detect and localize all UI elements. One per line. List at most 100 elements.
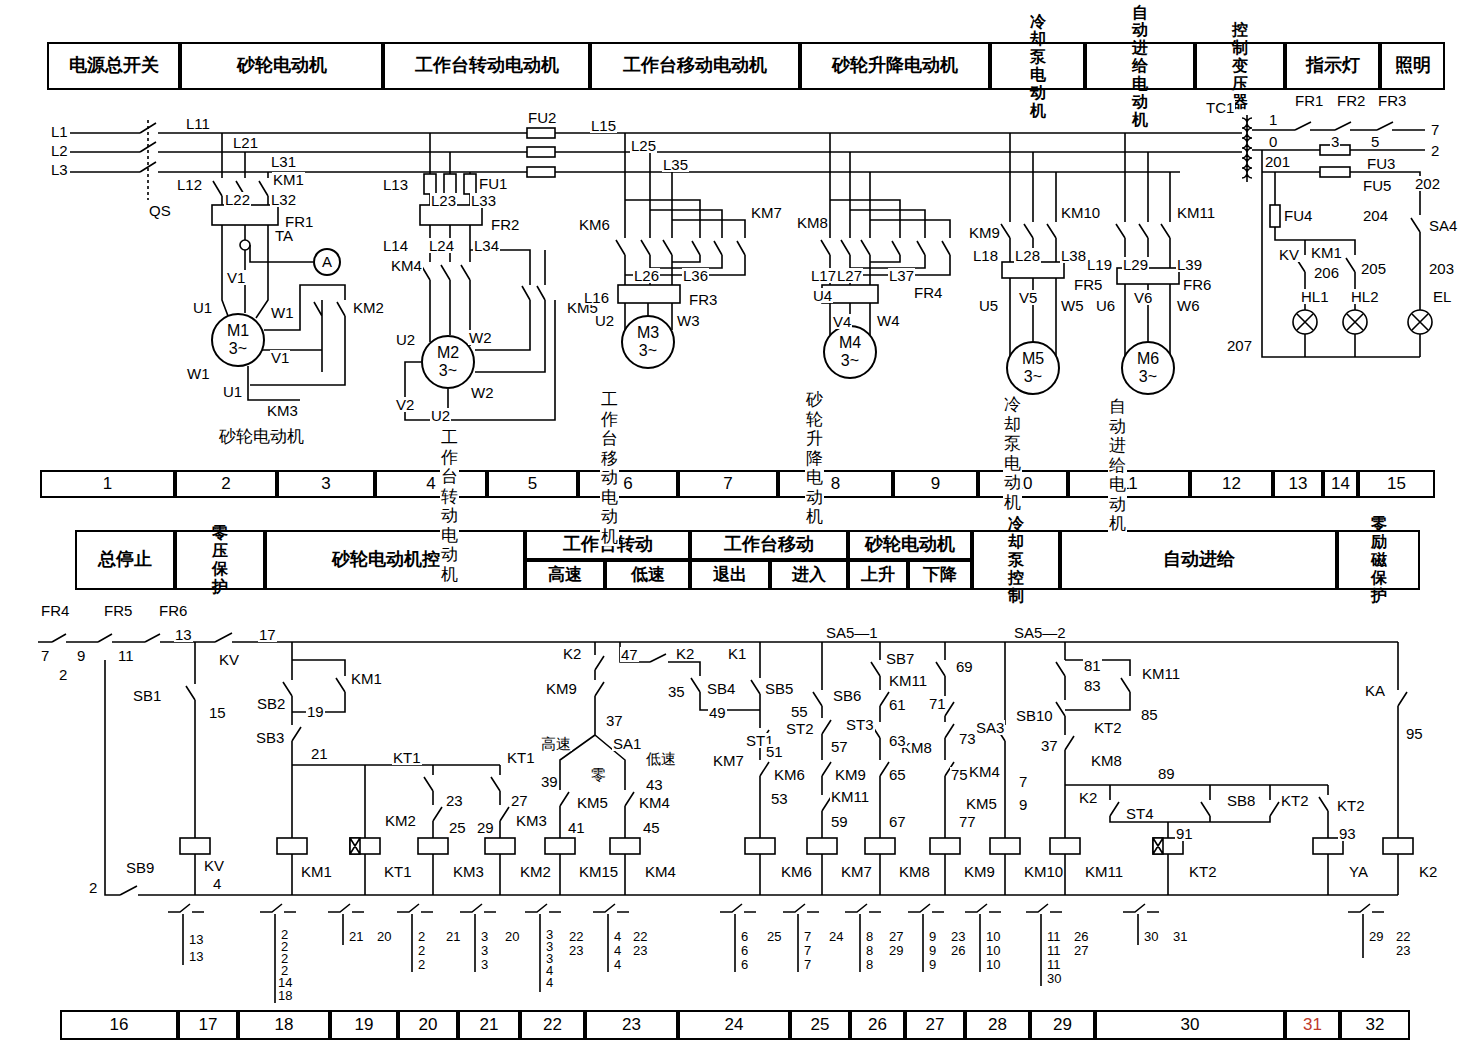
wire-label: KV xyxy=(218,652,240,667)
wire-label: KM11 xyxy=(1084,864,1124,879)
wire-label: KM4 xyxy=(968,764,1001,779)
wire-label: SB1 xyxy=(132,688,162,703)
wire-label: 1 xyxy=(1268,112,1278,127)
cell-text: 8 xyxy=(831,475,840,494)
wire-label: L11 xyxy=(185,116,211,131)
wire-label: KM5 xyxy=(576,795,609,810)
cell-text: 24 xyxy=(725,1016,744,1035)
contact-number: 27 xyxy=(888,930,904,943)
wire-label: 75 xyxy=(950,767,969,782)
cell-text: 自动进给 电动机 xyxy=(1132,4,1148,129)
table-cell: 32 xyxy=(1340,1010,1410,1040)
wire-label: 19 xyxy=(306,704,325,719)
table-cell: 21 xyxy=(458,1010,520,1040)
wire-label: SB4 xyxy=(706,681,736,696)
cell-text: 2 xyxy=(221,475,230,494)
table-cell: 退出 xyxy=(690,560,770,590)
cell-text: 工作台转动电动机 xyxy=(415,56,559,76)
cell-text: 5 xyxy=(528,475,537,494)
wire-label: 7 xyxy=(1018,774,1028,789)
wire-label: W2 xyxy=(470,385,495,400)
contact-number: 6 xyxy=(740,958,749,971)
wire-label: 55 xyxy=(790,704,809,719)
table-cell: 13 xyxy=(1273,470,1323,498)
motor-symbol: M2 3~ xyxy=(421,335,475,389)
wire-label: 206 xyxy=(1313,265,1340,280)
wire-label: KA xyxy=(1364,683,1386,698)
contact-number: 13 xyxy=(188,950,204,963)
motor-label: M2 3~ xyxy=(437,344,459,379)
wire-label: KM2 xyxy=(352,300,385,315)
wire-label: KM1 xyxy=(272,172,305,187)
cell-text: 15 xyxy=(1387,475,1406,494)
cell-text: 电源总开关 xyxy=(69,56,159,76)
contact-number: 23 xyxy=(950,930,966,943)
cell-text: 19 xyxy=(355,1016,374,1035)
contact-number: 10 xyxy=(985,944,1001,957)
motor-symbol: M6 3~ xyxy=(1121,341,1175,395)
wire-label: L29 xyxy=(1122,257,1149,272)
wire-label: FR6 xyxy=(158,603,188,618)
wire-label: L27 xyxy=(836,268,863,283)
wire-label: KT1 xyxy=(383,864,413,879)
wire-label: 15 xyxy=(208,705,227,720)
wire-label: L19 xyxy=(1086,257,1113,272)
wire-label: FR5 xyxy=(1073,277,1103,292)
wire-label: W3 xyxy=(676,313,701,328)
wire-label: L31 xyxy=(270,154,297,169)
contact-number: 4 xyxy=(613,958,622,971)
wire-label: KM10 xyxy=(1060,205,1101,220)
wire-label: 9 xyxy=(76,648,86,663)
cell-text: 砂轮电动机 xyxy=(237,56,327,76)
cell-text: 20 xyxy=(419,1016,438,1035)
cell-text: 9 xyxy=(931,475,940,494)
wire-label: FR2 xyxy=(490,217,520,232)
motor-caption: 砂轮电动机 xyxy=(218,428,305,445)
wire-label: KM7 xyxy=(750,205,783,220)
wire-label: YA xyxy=(1348,864,1369,879)
wire-label: V1 xyxy=(226,270,246,285)
table-cell: 自动进给 xyxy=(1060,530,1337,590)
motor-label: M3 3~ xyxy=(637,324,659,359)
wire-label: EL xyxy=(1432,289,1452,304)
wire-label: ST3 xyxy=(845,717,875,732)
table-cell: 4 xyxy=(375,470,487,498)
motor-caption: 砂轮升降 电动机 xyxy=(805,390,824,527)
wire-label: 2 xyxy=(1430,143,1440,158)
wire-label: SA5—2 xyxy=(1013,625,1067,640)
cell-text: 7 xyxy=(723,475,732,494)
cell-text: 22 xyxy=(543,1016,562,1035)
wire-label: 27 xyxy=(510,793,529,808)
cell-text: 23 xyxy=(622,1016,641,1035)
cell-text: 进入 xyxy=(792,566,826,585)
table-cell: 24 xyxy=(678,1010,790,1040)
wire-label: FU5 xyxy=(1362,178,1392,193)
wire-label: 5 xyxy=(1370,134,1380,149)
motor-label: M6 3~ xyxy=(1137,350,1159,385)
wire-label: KM11 xyxy=(830,789,870,804)
contact-number: 2 xyxy=(417,944,426,957)
contact-number: 22 xyxy=(568,930,584,943)
motor-label: M1 3~ xyxy=(227,322,249,357)
wire-label: 零 xyxy=(590,767,607,782)
wire-label: ST2 xyxy=(785,721,815,736)
wire-label: KM5 xyxy=(965,796,998,811)
wire-label: KM9 xyxy=(963,864,996,879)
contact-number: 11 xyxy=(1046,958,1062,971)
wire-label: L35 xyxy=(662,157,689,172)
cell-text: 砂轮升降电动机 xyxy=(832,56,958,76)
wire-label: L13 xyxy=(382,177,409,192)
table-cell: 低速 xyxy=(605,560,690,590)
table-cell: 5 xyxy=(487,470,578,498)
wire-label: KM6 xyxy=(773,767,806,782)
table-cell: 进入 xyxy=(770,560,848,590)
contact-number: 30 xyxy=(1143,930,1159,943)
wire-label: 23 xyxy=(445,793,464,808)
wire-label: U2 xyxy=(395,332,416,347)
motor-symbol: M5 3~ xyxy=(1006,341,1060,395)
wire-label: U5 xyxy=(978,298,999,313)
cell-text: 30 xyxy=(1181,1016,1200,1035)
wire-label: SB5 xyxy=(764,681,794,696)
cell-text: 砂轮电动机 xyxy=(865,535,955,555)
wire-label: SB9 xyxy=(125,860,155,875)
